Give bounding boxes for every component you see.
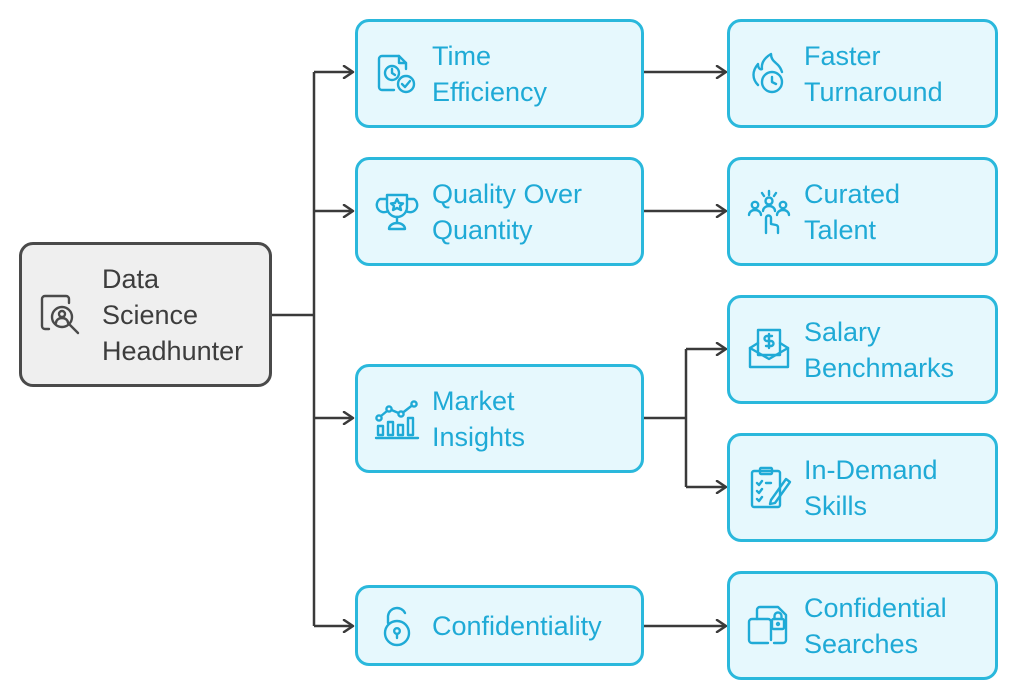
root-label-line-1: Data (102, 263, 160, 294)
faster-turnaround-line-1: Faster (804, 40, 881, 71)
node-in-demand-skills: In-Demand Skills (727, 433, 998, 542)
connector-market-stem (644, 349, 688, 487)
root-label-line-3: Headhunter (102, 335, 244, 366)
chart-trend-icon (370, 392, 424, 446)
confidentiality-label: Confidentiality (432, 608, 602, 644)
root-label-line-2: Science (102, 299, 199, 330)
quality-over-quantity-line-2: Quantity (432, 214, 533, 245)
faster-turnaround-label: Faster Turnaround (804, 38, 943, 110)
time-efficiency-label: Time Efficiency (432, 38, 547, 110)
group-select-icon (742, 185, 796, 239)
curated-talent-line-1: Curated (804, 178, 901, 209)
node-market-insights: Market Insights (355, 364, 644, 473)
quality-over-quantity-line-1: Quality Over (432, 178, 583, 209)
node-data-science-headhunter: Data Science Headhunter (19, 242, 272, 387)
document-clock-check-icon (370, 47, 424, 101)
time-efficiency-line-1: Time (432, 40, 491, 71)
time-efficiency-line-2: Efficiency (432, 76, 548, 107)
faster-turnaround-line-2: Turnaround (804, 76, 943, 107)
person-search-icon (34, 288, 88, 342)
salary-benchmarks-line-1: Salary (804, 316, 881, 347)
node-faster-turnaround: Faster Turnaround (727, 19, 998, 128)
market-insights-line-1: Market (432, 385, 515, 416)
clipboard-pencil-icon (742, 461, 796, 515)
dollar-envelope-icon (742, 323, 796, 377)
trophy-star-icon (370, 185, 424, 239)
curated-talent-line-2: Talent (804, 214, 877, 245)
salary-benchmarks-label: Salary Benchmarks (804, 314, 954, 386)
open-padlock-icon (370, 599, 424, 653)
confidentiality-line-1: Confidentiality (432, 610, 602, 641)
salary-benchmarks-line-2: Benchmarks (804, 352, 955, 383)
confidential-searches-label: Confidential Searches (804, 590, 947, 662)
confidential-searches-line-1: Confidential (804, 592, 947, 623)
in-demand-skills-line-1: In-Demand (804, 454, 938, 485)
node-time-efficiency: Time Efficiency (355, 19, 644, 128)
market-insights-line-2: Insights (432, 421, 526, 452)
confidential-searches-line-2: Searches (804, 628, 919, 659)
in-demand-skills-label: In-Demand Skills (804, 452, 938, 524)
quality-over-quantity-label: Quality Over Quantity (432, 176, 582, 248)
node-curated-talent: Curated Talent (727, 157, 998, 266)
market-insights-label: Market Insights (432, 383, 525, 455)
folder-lock-icon (742, 599, 796, 653)
node-salary-benchmarks: Salary Benchmarks (727, 295, 998, 404)
node-confidential-searches: Confidential Searches (727, 571, 998, 680)
node-confidentiality: Confidentiality (355, 585, 644, 666)
curated-talent-label: Curated Talent (804, 176, 900, 248)
in-demand-skills-line-2: Skills (804, 490, 868, 521)
node-quality-over-quantity: Quality Over Quantity (355, 157, 644, 266)
root-label: Data Science Headhunter (102, 261, 243, 369)
flame-clock-icon (742, 47, 796, 101)
